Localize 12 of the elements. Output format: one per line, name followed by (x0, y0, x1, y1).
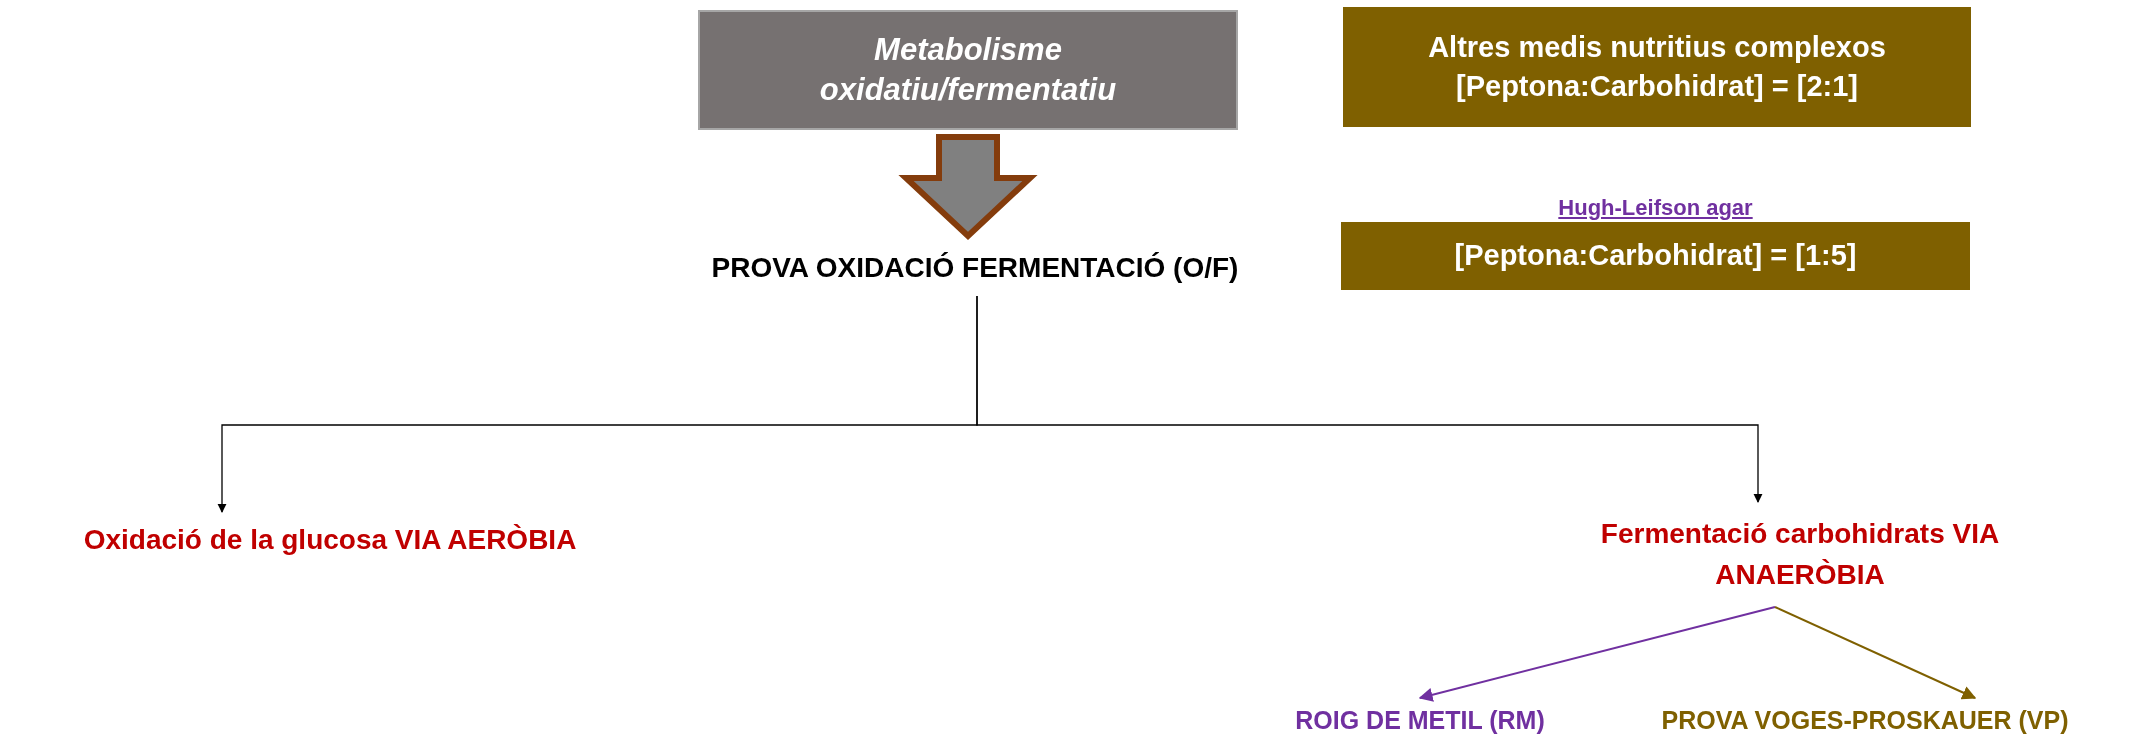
arrow (1774, 606, 1977, 700)
block-arrow (898, 134, 1038, 241)
test-label: ROIG DE METIL (RM) (1250, 702, 1590, 740)
pathway-label: Oxidació de la glucosa VIA AERÒBIA (5, 515, 655, 565)
medium-box: Altres medis nutritius complexos [Peptona:Carbohidrat] = [2:1] (1343, 7, 1971, 127)
process-box: Metabolisme oxidatiu/fermentatiu (698, 10, 1238, 130)
medium-name: Hugh-Leifson agar (1558, 195, 1753, 221)
test-label: PROVA VOGES-PROSKAUER (VP) (1610, 702, 2120, 740)
arrow (1418, 606, 1776, 702)
test-title: PROVA OXIDACIÓ FERMENTACIÓ (O/F) (640, 240, 1310, 296)
arrow (976, 295, 1763, 503)
pathway-label: Fermentació carbohidrats VIA ANAERÒBIA (1560, 505, 2040, 605)
